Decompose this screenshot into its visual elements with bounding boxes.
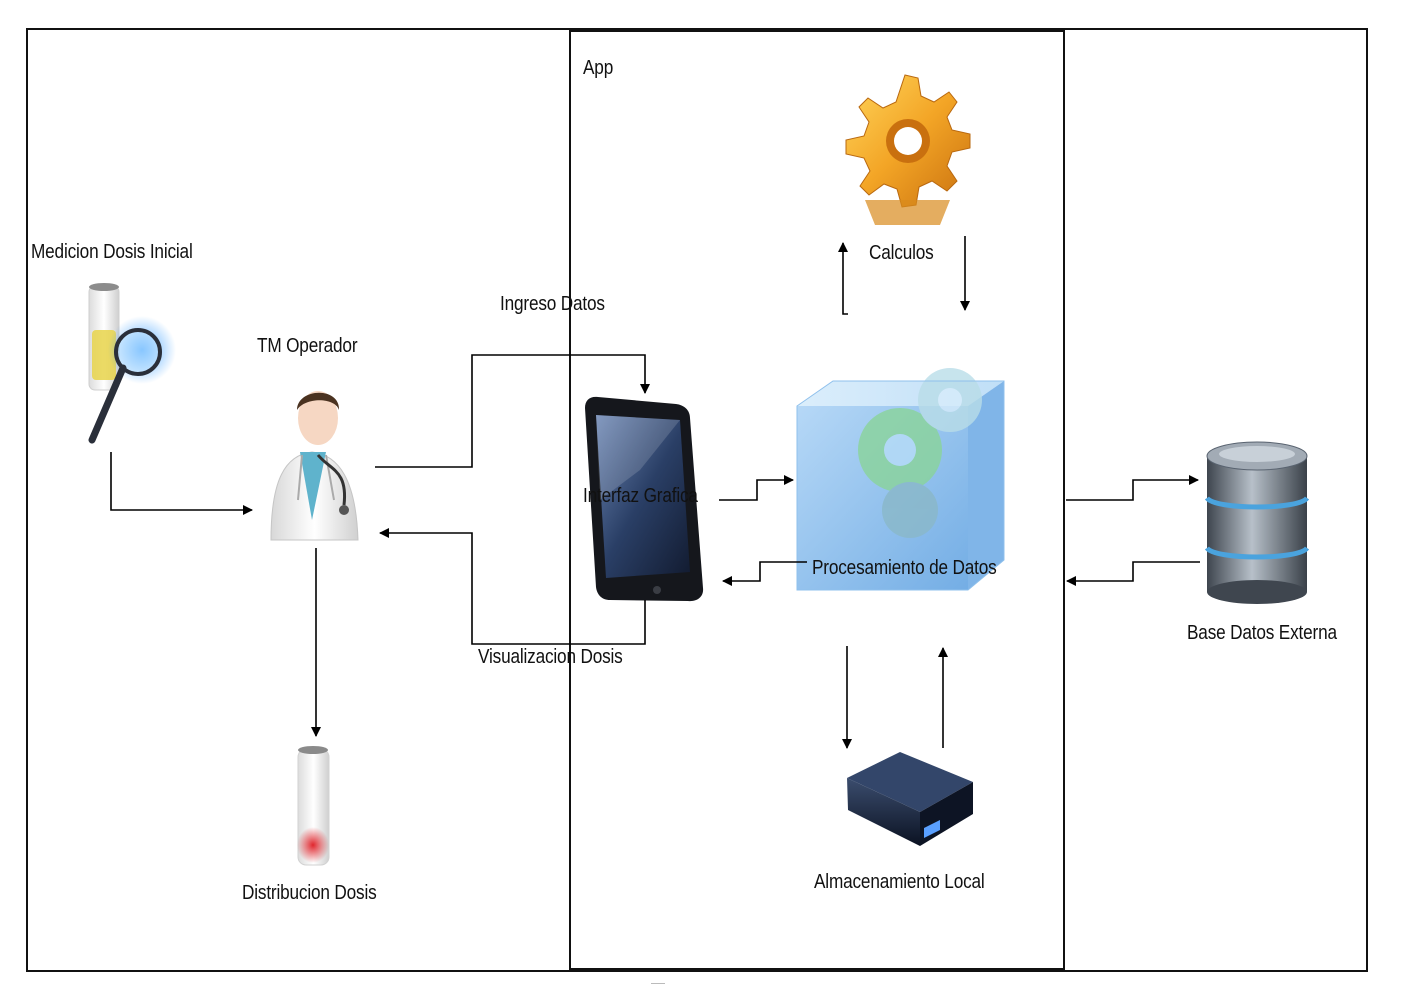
edge-procesamiento-calculos [838,242,848,315]
distribucion-label: Distribucion Dosis [242,882,377,904]
database-icon [1204,441,1310,604]
calculos-label: Calculos [869,242,934,264]
edge-procesamiento-interfaz [722,561,807,586]
interfaz-label: Interfaz Grafica [583,485,698,507]
edge-visualizacion-dosis [379,528,646,645]
edge-app-basedatos [1066,475,1199,501]
hard-drive-icon [847,752,973,846]
outer-frame [26,28,1368,972]
base-datos-label: Base Datos Externa [1187,622,1337,644]
app-boundary [569,30,1065,970]
tablet-icon [585,396,704,602]
ingreso-datos-label: Ingreso Datos [500,293,605,315]
edge-ingreso-datos [375,354,650,468]
medicion-label: Medicion Dosis Inicial [31,241,193,263]
operador-label: TM Operador [257,335,358,357]
dosimeter-tube-icon [297,746,330,866]
visualizacion-dosis-label: Visualizacion Dosis [478,646,623,668]
doctor-icon [270,391,359,541]
almacenamiento-label: Almacenamiento Local [814,871,985,893]
app-label: App [583,57,614,79]
edge-basedatos-app [1066,561,1200,586]
gear-icon [845,74,971,225]
edge-medicion-operador [110,452,253,515]
magnifier-dosimeter-icon [88,283,176,444]
edge-interfaz-procesamiento [719,475,794,501]
gear-cube-icon [796,368,1005,591]
procesamiento-label: Procesamiento de Datos [812,557,997,579]
